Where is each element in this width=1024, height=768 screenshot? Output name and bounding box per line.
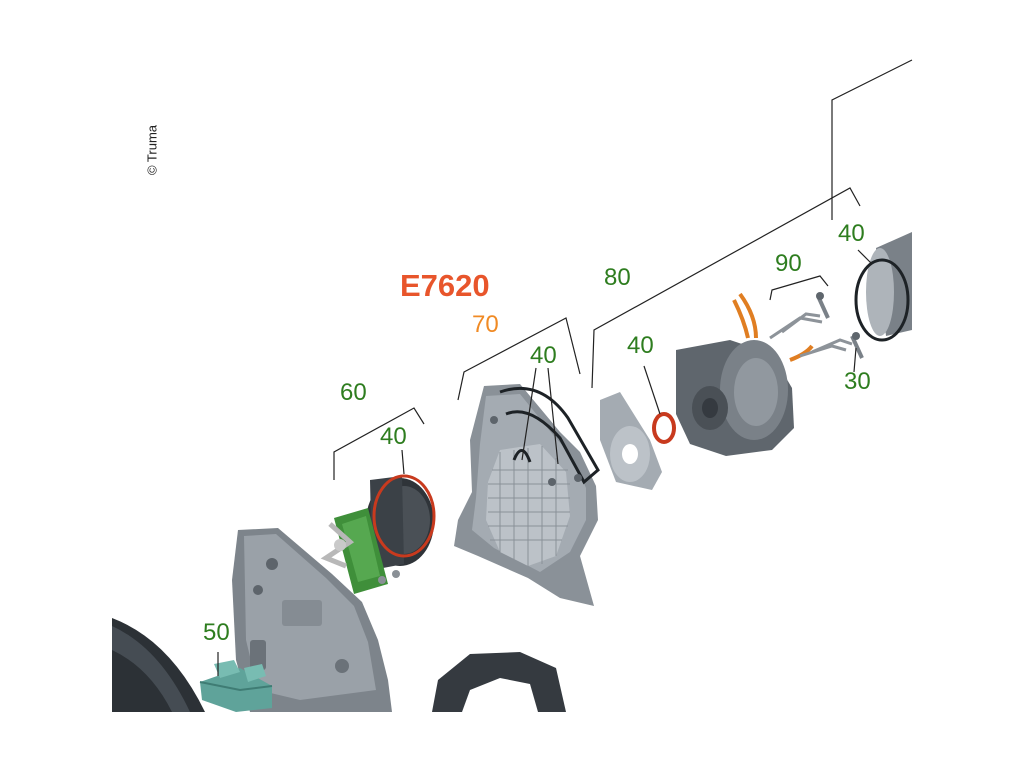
igniter	[199, 660, 273, 712]
leader-lines	[217, 59, 913, 676]
screws	[816, 292, 864, 359]
label-burner-assembly: 80	[604, 264, 631, 291]
motor-assembly	[320, 474, 436, 594]
label-fan-housing-assembly: 70	[472, 311, 499, 338]
electrode-set	[769, 312, 853, 358]
label-electrode-set: 90	[775, 250, 802, 277]
lower-housing	[432, 652, 566, 712]
label-motor-assembly: 60	[340, 379, 367, 406]
seal-ring-top-right	[854, 258, 910, 342]
label-seal-housing: 40	[530, 342, 557, 369]
label-igniter: 50	[203, 619, 230, 646]
burner-plate	[600, 392, 662, 490]
heat-exchanger-part	[112, 618, 205, 712]
model-code: E7620	[400, 268, 490, 303]
seal-ring-burner	[652, 412, 676, 444]
copyright-notice: © Truma	[144, 124, 160, 176]
label-seal-top-right: 40	[838, 220, 865, 247]
label-screws: 30	[844, 368, 871, 395]
burner-body	[676, 292, 814, 456]
label-seal-burner: 40	[627, 332, 654, 359]
fan-housing	[454, 384, 600, 606]
label-seal-motor: 40	[380, 423, 407, 450]
blower-cover	[232, 528, 392, 712]
exhaust-tube	[866, 232, 912, 336]
